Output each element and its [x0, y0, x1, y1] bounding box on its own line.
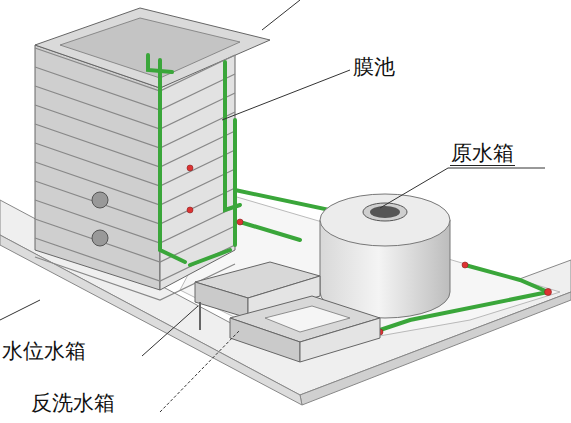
- part-label: 水位水箱: [1, 340, 87, 363]
- part-label: 原水箱: [450, 142, 515, 166]
- part-label: 膜池: [352, 56, 396, 79]
- tank-rib: [35, 124, 235, 167]
- tank-rib: [35, 162, 235, 205]
- tank-rib: [35, 143, 235, 186]
- tank-rib: [35, 48, 235, 91]
- part-label: 反洗水箱: [30, 392, 116, 415]
- tank-rib: [35, 86, 235, 129]
- tank-rib: [35, 105, 235, 148]
- tank-rib: [35, 200, 235, 243]
- tank-rib: [35, 219, 235, 262]
- tank-rib: [35, 67, 235, 110]
- tank-rib: [35, 238, 235, 281]
- tank-rib: [35, 181, 235, 224]
